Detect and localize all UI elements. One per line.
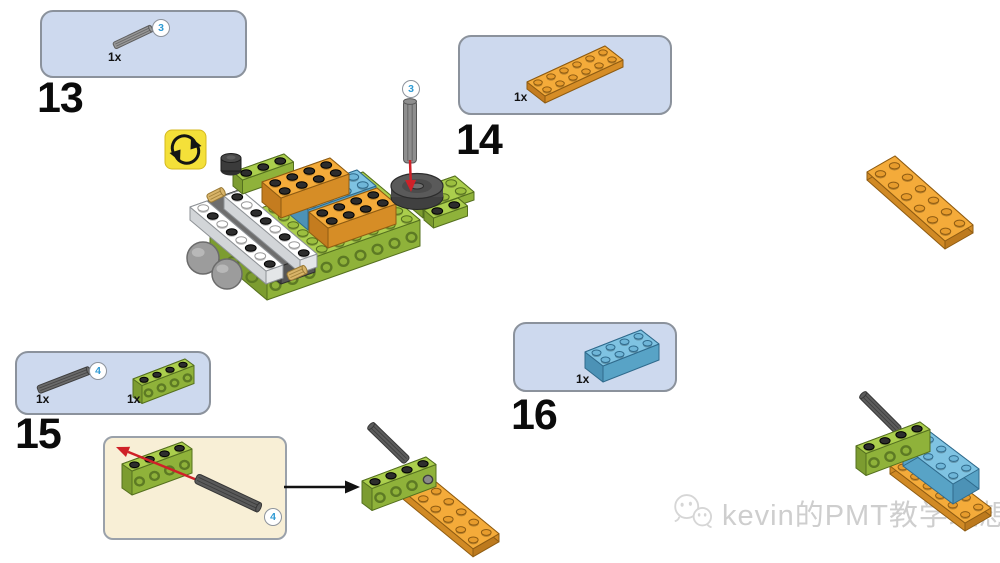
white-rail-back bbox=[223, 189, 318, 274]
green-arm-step bbox=[423, 197, 468, 229]
part-brick-2x4-blue bbox=[584, 329, 660, 383]
pulley-wheel bbox=[390, 172, 444, 210]
step-13-number: 13 bbox=[37, 74, 84, 122]
part-technic-brick-1x4 bbox=[132, 358, 195, 404]
part-count: 1x bbox=[576, 372, 590, 386]
axle-piece bbox=[112, 24, 154, 49]
part-plate-2x6-orange bbox=[526, 45, 624, 104]
arrow bbox=[405, 159, 417, 192]
s15-green-brick bbox=[361, 456, 437, 511]
step-16-assembly bbox=[855, 391, 992, 532]
axle-piece bbox=[403, 98, 417, 164]
black-round-brick bbox=[220, 153, 242, 176]
part-axle-step13 bbox=[112, 24, 154, 49]
arrow bbox=[284, 480, 360, 494]
step-15-assembly bbox=[361, 422, 500, 558]
white-rail-front bbox=[189, 200, 284, 285]
part-count: 1x bbox=[514, 90, 528, 104]
orange-brick-a bbox=[261, 157, 350, 219]
callout-illustration bbox=[116, 441, 263, 513]
step-16-number: 16 bbox=[511, 391, 558, 439]
loose-plate-2x6-orange bbox=[866, 155, 974, 250]
green-back-wall bbox=[232, 153, 294, 195]
part-badge: 4 bbox=[89, 362, 107, 380]
gray-ball bbox=[186, 241, 220, 275]
axle-piece bbox=[859, 391, 902, 434]
part-count: 1x bbox=[108, 50, 122, 64]
step-14-number: 14 bbox=[456, 116, 503, 164]
orange-brick-b bbox=[308, 187, 397, 249]
part-count: 1x bbox=[127, 392, 141, 406]
callout-green-brick bbox=[121, 441, 193, 496]
axle-piece bbox=[206, 187, 226, 203]
rotate-icon bbox=[164, 129, 207, 170]
part-box-step-13 bbox=[40, 10, 247, 78]
axle-piece bbox=[286, 264, 308, 281]
axle-piece bbox=[36, 366, 92, 394]
chat-bubbles-logo-icon bbox=[674, 494, 713, 529]
arrow bbox=[116, 446, 203, 484]
part-count: 1x bbox=[36, 392, 50, 406]
main-assembly-illustration bbox=[186, 98, 475, 301]
insert-badge: 3 bbox=[402, 80, 420, 98]
axle-piece bbox=[194, 473, 263, 513]
step-15-number: 15 bbox=[15, 410, 62, 458]
part-badge: 3 bbox=[152, 19, 170, 37]
axle-piece bbox=[367, 422, 410, 464]
insert-badge: 4 bbox=[264, 508, 282, 526]
s16-green-brick bbox=[855, 421, 931, 476]
gray-ball bbox=[211, 258, 243, 290]
